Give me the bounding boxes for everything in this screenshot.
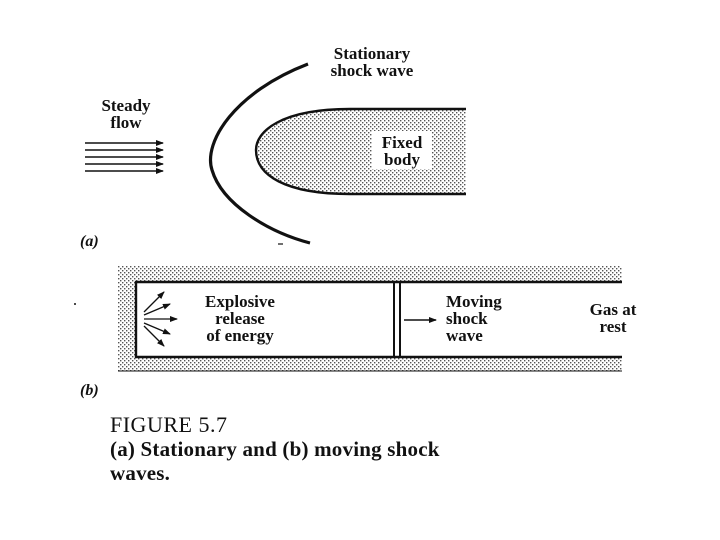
gas-at-rest-label: Gas at rest [589,300,637,336]
moving-shock-label: Moving shock wave [446,292,502,345]
fixed-body-label: Fixed body [381,133,423,169]
explosion-arrows [143,291,178,347]
stationary-shock-curve [209,62,311,245]
stationary-shock-label: Stationary shock wave [330,44,414,80]
fixed-body [256,109,466,194]
part-b-label: (b) [80,382,99,399]
stray-mark [74,303,76,305]
steady-flow-arrows [85,140,164,174]
tube-inner-outline [134,280,622,359]
tube-bottom-wall [118,357,622,371]
figure-number: FIGURE 5.7 [110,412,228,437]
fixed-body-label-bg [372,131,432,169]
figure-caption: FIGURE 5.7 (a) Stationary and (b) moving… [110,412,610,486]
tube-top-wall [118,266,622,282]
steady-flow-label: Steady flow [101,96,151,132]
part-a-label: (a) [80,233,99,250]
explosion-arrow [143,303,171,316]
caption-line-2: waves. [110,461,171,485]
fixed-body-outline [254,107,466,196]
explosion-arrow [143,322,171,335]
explosive-release-label: Explosive release of energy [205,292,275,345]
caption-line-1: (a) Stationary and (b) moving shock [110,437,440,461]
explosion-arrow [143,325,165,347]
explosion-arrow [143,291,165,313]
tube-end-wall [118,266,136,371]
